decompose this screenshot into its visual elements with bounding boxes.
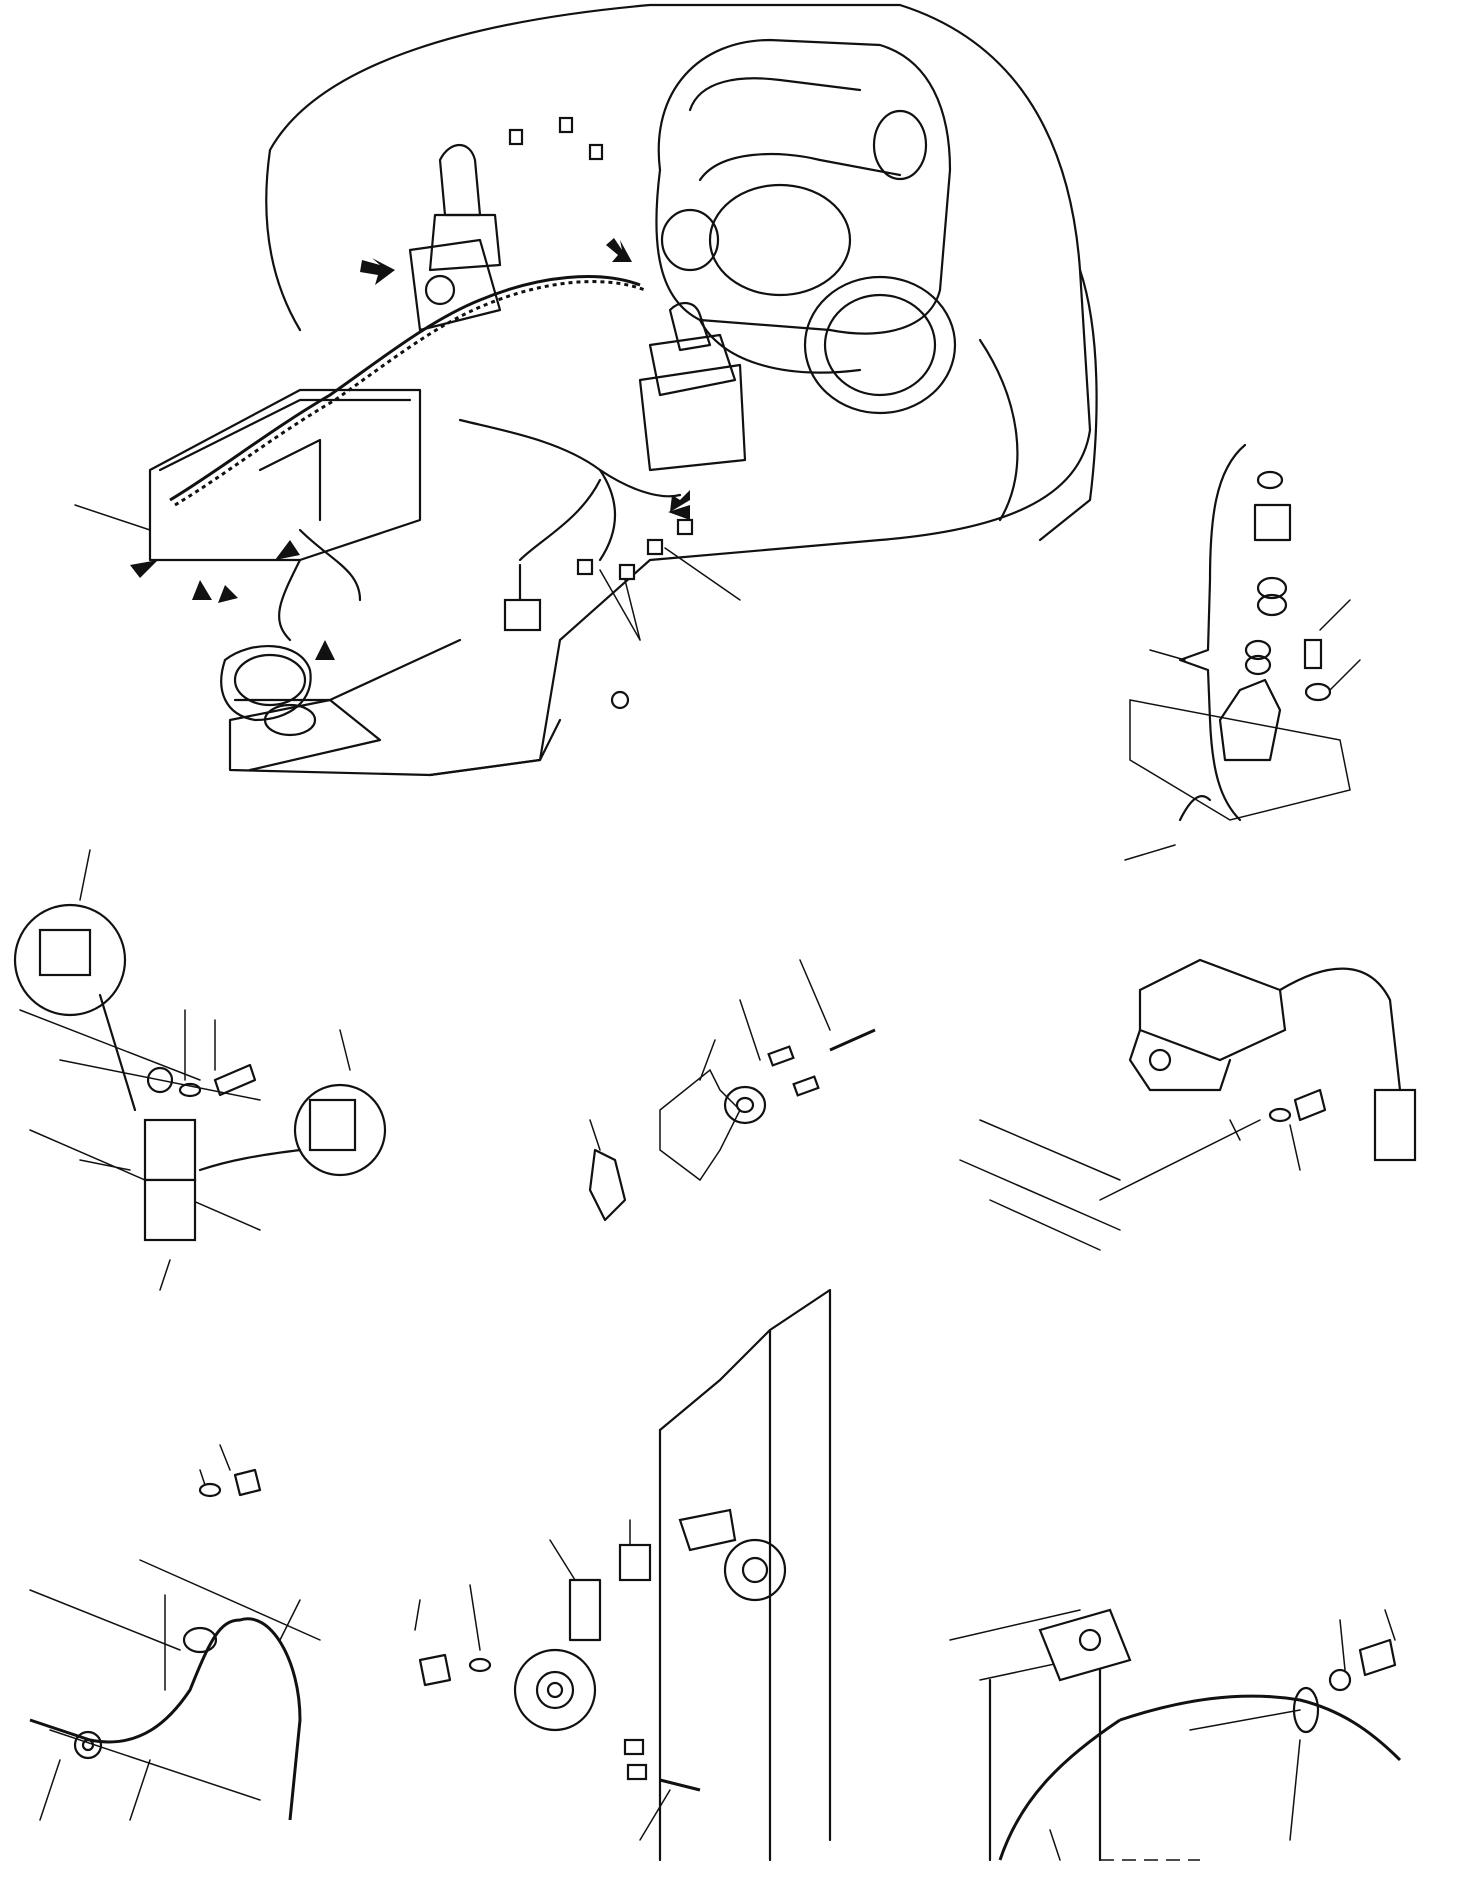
terminal xyxy=(623,1738,645,1756)
washer xyxy=(1304,682,1332,702)
console-box xyxy=(148,388,422,562)
corrugated-harness xyxy=(1119,1694,1402,1762)
right-control-lever xyxy=(638,302,747,472)
seat xyxy=(655,38,952,374)
horn-mounting-detail xyxy=(414,1288,832,1862)
machine-body-outline xyxy=(228,3,1098,777)
pointer-arrows xyxy=(130,238,690,660)
bolt xyxy=(1303,638,1323,670)
controller-unit-detail xyxy=(959,958,1417,1251)
switch-body xyxy=(1218,678,1282,762)
bolt xyxy=(1293,1088,1327,1122)
grommet xyxy=(182,1626,218,1654)
inset-circle xyxy=(13,903,127,1017)
harness-clamp-detail-left xyxy=(29,1444,321,1821)
left-control-lever xyxy=(408,143,502,332)
cylinder-housing xyxy=(803,275,957,415)
switch xyxy=(588,1148,627,1222)
clamp xyxy=(73,1730,103,1760)
washer xyxy=(1268,1107,1292,1123)
bolt xyxy=(418,1653,452,1687)
horn-bracket-block xyxy=(678,1508,737,1552)
harness-clamp-detail-right xyxy=(949,1608,1402,1862)
clamp xyxy=(1292,1686,1320,1734)
horn xyxy=(513,1648,597,1732)
bolt xyxy=(233,1468,262,1497)
relay-mounting-detail xyxy=(13,849,387,1291)
washer xyxy=(198,1482,222,1498)
connector-plugs xyxy=(508,116,694,581)
washer xyxy=(468,1657,492,1673)
bolt xyxy=(213,1063,257,1097)
washer xyxy=(178,1082,202,1098)
base-frame-and-hitch xyxy=(220,644,630,772)
corrugated-harness xyxy=(29,1617,302,1821)
panel-cutout xyxy=(659,1068,741,1182)
screw-head xyxy=(1256,470,1284,490)
wire-sleeve xyxy=(829,1028,876,1052)
washer xyxy=(1328,1668,1352,1692)
connector xyxy=(1373,1088,1417,1162)
grommet xyxy=(723,1085,767,1125)
leader-lines xyxy=(74,504,741,641)
wire-sleeve xyxy=(659,1778,701,1792)
operator-compartment-wiring-overview xyxy=(74,3,1098,777)
switch-assembly-detail xyxy=(1124,443,1361,861)
spacer xyxy=(618,1543,652,1582)
controller-cable xyxy=(1278,967,1402,1092)
mounting-plate xyxy=(1129,699,1351,821)
wire xyxy=(1178,795,1212,822)
controller-box xyxy=(1138,958,1287,1062)
rotor-plate xyxy=(723,1538,787,1602)
switch-and-grommet-detail xyxy=(588,959,876,1222)
frame-bracket xyxy=(1038,1608,1132,1682)
knob xyxy=(1253,503,1292,542)
spring xyxy=(1256,576,1288,600)
main-wire-harness xyxy=(169,275,682,642)
bolt xyxy=(1358,1638,1397,1677)
relay xyxy=(143,1118,197,1182)
horn-bracket xyxy=(568,1578,602,1642)
